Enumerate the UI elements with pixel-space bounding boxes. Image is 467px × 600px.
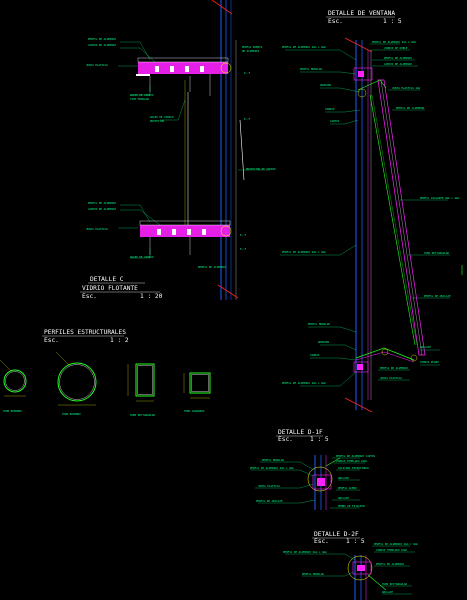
detalle-d1-title-block: DETALLE D-1F Esc. 1 : 5 [276,429,329,443]
svg-text:JUNTA ELASTICA 4mm: JUNTA ELASTICA 4mm [392,86,421,90]
detalle-ventana-title-block: DETALLE DE VENTANA Esc. 1 : 5 [326,10,402,25]
svg-text:PERFIL DE ALUMINIO 4mm x 4mm: PERFIL DE ALUMINIO 4mm x 4mm [282,45,326,49]
detalle-d2-scale-value: 1 : 5 [346,538,365,545]
detalle-c-title: DETALLE C [90,276,124,283]
perfiles-title-block: PERFILES ESTRUCTURALES Esc. 1 : 2 [42,329,129,344]
perfiles-scale-value: 1 : 2 [110,337,129,344]
svg-text:VIDRIO TEMPLADO 10mm: VIDRIO TEMPLADO 10mm [336,459,368,463]
detalle-d2-scale-label: Esc. [314,538,329,545]
svg-text:PERFIL MODULAR: PERFIL MODULAR [302,572,324,576]
svg-text:VIDRIO TEMPLADO 10mm: VIDRIO TEMPLADO 10mm [376,548,408,552]
svg-text:CANTOS: CANTOS [330,119,340,123]
svg-text:ANCLAJE: ANCLAJE [338,496,349,500]
perfil-label-1: TUBO REDONDO [3,409,22,413]
svg-text:PERFIL DE ALUMINIO: PERFIL DE ALUMINIO [384,56,413,60]
detalle-d1-scale-label: Esc. [278,436,293,443]
svg-text:PERFIL DE ANCLAJE: PERFIL DE ANCLAJE [424,294,451,298]
svg-text:VIDRIO PLANO: VIDRIO PLANO [420,360,439,364]
detalle-c-drawing: PERFIL DE ALUMINIO CANTOS DE ALUMINIO JU… [86,0,276,300]
detalle-c-title-block: DETALLE C VIDRIO FLOTANTE Esc. 1 : 20 [80,276,163,300]
svg-text:JUNTA ELASTICA: JUNTA ELASTICA [380,376,402,380]
perfil-label-3: TUBO RECTANGULAR [130,413,155,417]
svg-text:DE ALUMINIO: DE ALUMINIO [242,49,260,53]
svg-text:ARMAZON: ARMAZON [318,340,329,344]
detalle-d1-drawing: PERFIL MODULAR PERFIL DE ALUMINIO 4mm x … [250,454,375,510]
svg-text:PERFIL DE ALUMINIO: PERFIL DE ALUMINIO [198,265,227,269]
perfiles-scale-label: Esc. [44,337,59,344]
svg-text:VIDRIO: VIDRIO [310,353,320,357]
svg-text:GOLPE DE VIDRIO: GOLPE DE VIDRIO [130,93,154,97]
svg-text:PERFIL DE CLAMPEAR: PERFIL DE CLAMPEAR [396,106,425,110]
detalle-d1-title: DETALLE D-1F [278,429,323,436]
perfil-label-2: TUBO REDONDO [62,412,81,416]
svg-text:PROTECTOR DE VIDRIO: PROTECTOR DE VIDRIO [246,167,276,171]
svg-text:ANCLAJE: ANCLAJE [382,590,393,594]
svg-text:JUNTA ELASTICA: JUNTA ELASTICA [86,227,108,231]
svg-text:PERFIL DE ALUMINIO 4mm x 4mm: PERFIL DE ALUMINIO 4mm x 4mm [282,250,326,254]
svg-text:PERFIL DE ALUMINIO: PERFIL DE ALUMINIO [380,366,409,370]
detalle-c-subtitle: VIDRIO FLOTANTE [82,285,138,292]
svg-text:PERFIL DE ALUMINIO 4mm x 4mm: PERFIL DE ALUMINIO 4mm x 4mm [372,40,416,44]
perfiles-title: PERFILES ESTRUCTURALES [44,329,126,336]
svg-text:PERFIL DE ANCLAJE: PERFIL DE ANCLAJE [256,499,283,503]
svg-text:TUBO RECTANGULAR: TUBO RECTANGULAR [424,251,449,255]
detalle-ventana-title: DETALLE DE VENTANA [328,10,395,17]
svg-text:P.-F: P.-F [240,247,247,251]
svg-text:P.-F: P.-F [244,117,251,121]
svg-text:ARMAZON: ARMAZON [320,83,331,87]
svg-text:CANTOS DE ALUMINIO: CANTOS DE ALUMINIO [88,43,117,47]
svg-text:PERFIL DE ALUMINIO: PERFIL DE ALUMINIO [88,201,117,205]
svg-text:PERFIL COLGANTE 4mm x 4mm: PERFIL COLGANTE 4mm x 4mm [420,196,459,200]
detalle-ventana-scale-label: Esc. [328,18,343,25]
svg-text:CANTOS DE ALUMINIO: CANTOS DE ALUMINIO [88,207,117,211]
svg-text:PERFIL DE ALUMINIO 4mm x 4mm: PERFIL DE ALUMINIO 4mm x 4mm [374,542,418,546]
svg-text:PERFIL PUERTA: PERFIL PUERTA [242,45,263,49]
svg-text:PERNO DE FIJACION: PERNO DE FIJACION [338,504,365,508]
svg-text:PERFIL MODULAR: PERFIL MODULAR [300,67,322,71]
svg-text:PERFIL ACERO: PERFIL ACERO [338,486,357,490]
svg-text:JUNTA ELASTICA: JUNTA ELASTICA [86,63,108,67]
svg-text:PERFIL MODULAR: PERFIL MODULAR [262,458,284,462]
detalle-d2-title: DETALLE D-2F [314,531,359,538]
perfil-label-4: TUBO CUADRADO [184,409,205,413]
svg-text:SILICONA ESTRUCTURAL: SILICONA ESTRUCTURAL [338,466,370,470]
svg-text:PERFIL DE ALUMINIO 4mm x 4mm: PERFIL DE ALUMINIO 4mm x 4mm [250,466,294,470]
svg-text:CANTOS DE ALUMINIO: CANTOS DE ALUMINIO [384,62,413,66]
svg-text:ANCLAJE: ANCLAJE [338,476,349,480]
svg-text:PERFIL DE ALUMINIO 4mm x 4mm: PERFIL DE ALUMINIO 4mm x 4mm [282,381,326,385]
detalle-c-scale-value: 1 : 20 [140,293,163,300]
svg-text:JUNTA ELASTICA: JUNTA ELASTICA [258,484,280,488]
svg-text:PERFIL DE ALUMINIO CANTOS: PERFIL DE ALUMINIO CANTOS [336,454,375,458]
detalle-c-scale-label: Esc. [82,293,97,300]
detalle-d2-title-block: DETALLE D-2F Esc. 1 : 5 [312,531,365,545]
detalle-ventana-drawing: PERFIL DE ALUMINIO 4mm x 4mm PERFIL MODU… [280,37,463,413]
svg-text:PERFIL DE ALUMINIO 4mm x 4mm: PERFIL DE ALUMINIO 4mm x 4mm [283,550,327,554]
svg-text:PROTECTOR: PROTECTOR [150,119,164,123]
svg-text:GOLPE DE VIDRIO: GOLPE DE VIDRIO [130,255,154,259]
svg-text:VIDRIO DE DOBLE: VIDRIO DE DOBLE [384,46,408,50]
svg-text:P.-F: P.-F [244,71,251,75]
svg-text:GOLPE DE VIDRIO: GOLPE DE VIDRIO [150,115,174,119]
perfiles-drawing [0,351,211,406]
svg-text:TUBO RECTANGULAR: TUBO RECTANGULAR [382,582,407,586]
perfiles-labels: TUBO REDONDO TUBO REDONDO TUBO RECTANGUL… [3,409,205,417]
svg-text:VIDRIO: VIDRIO [325,107,335,111]
svg-text:ANCLAJE: ANCLAJE [420,345,431,349]
svg-text:P.-F: P.-F [240,233,247,237]
detalle-d2-drawing: PERFIL DE ALUMINIO 4mm x 4mm PERFIL MODU… [283,542,418,600]
svg-text:PERFIL DE ALUMINIO: PERFIL DE ALUMINIO [88,37,117,41]
svg-text:TIPO MODULAR: TIPO MODULAR [130,97,149,101]
svg-text:PERFIL MODULAR: PERFIL MODULAR [308,322,330,326]
detalle-d1-scale-value: 1 : 5 [310,436,329,443]
svg-text:PERFIL DE ALUMINIO: PERFIL DE ALUMINIO [376,562,405,566]
detalle-ventana-scale-value: 1 : 5 [383,18,402,25]
